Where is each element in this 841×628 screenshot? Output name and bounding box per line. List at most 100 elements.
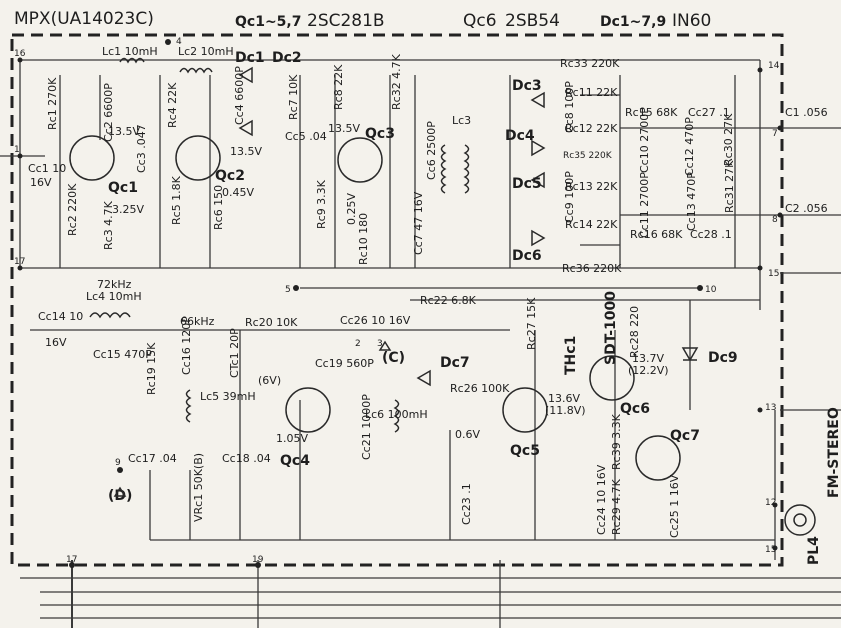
- voltage-qc4-emitter: 1.05V: [276, 432, 308, 445]
- rc16-label: Rc16 68K: [630, 228, 683, 241]
- cc14-label: Cc14 10: [38, 310, 83, 323]
- rc32-label: Rc32 4.7K: [390, 53, 403, 110]
- dc5-label: Dc5: [512, 176, 542, 192]
- voltage-qc5-base: 0.6V: [455, 428, 480, 441]
- dc-part: IN60: [672, 11, 711, 31]
- dc1-label: Dc1: [235, 50, 265, 66]
- wiring: [0, 59, 841, 628]
- dc6-label: Dc6: [512, 248, 542, 264]
- voltage-qc1-emitter: 3.25V: [112, 203, 144, 216]
- rc19-label: Rc19 15K: [145, 342, 158, 395]
- rc2-label: Rc2 220K: [66, 183, 79, 236]
- terminal-17b: 17: [66, 555, 77, 565]
- lc4-label: Lc4 10mH: [86, 290, 142, 303]
- lc6-label: Lc6 100mH: [365, 408, 428, 421]
- rc3-label: Rc3 4.7K: [102, 200, 115, 250]
- cc10-label: Cc10 2700P: [638, 107, 651, 173]
- cc18-label: Cc18 .04: [222, 452, 271, 465]
- qc2-label: Qc2: [215, 168, 245, 184]
- terminal-8: 8: [772, 215, 778, 225]
- cc21-label: Cc21 1000P: [360, 394, 373, 460]
- cc6-label: Cc6 2500P: [425, 121, 438, 180]
- rc22-label: Rc22 6.8K: [420, 294, 477, 307]
- dc2-label: Dc2: [272, 50, 302, 66]
- cc19-label: Cc19 560P: [315, 357, 374, 370]
- voltage-qc3-emitter: 0.25V: [345, 193, 358, 225]
- rc29-label: Rc29 4.7K: [610, 478, 623, 535]
- diode-symbols: [238, 66, 699, 387]
- qc-part: 2SC281B: [307, 11, 385, 31]
- qc6-transistor-label: Qc6: [620, 401, 650, 417]
- terminal-16: 16: [14, 49, 26, 59]
- terminal-17a: 17: [14, 257, 25, 267]
- cc7-label: Cc7 47 16V: [412, 191, 425, 255]
- rc7-label: Rc7 10K: [287, 74, 300, 120]
- rc39-label: Rc39 3.3K: [610, 413, 623, 470]
- terminal-5: 5: [285, 285, 291, 295]
- rc20-label: Rc20 10K: [245, 316, 298, 329]
- fm-stereo-label: FM-STEREO: [826, 407, 841, 498]
- rc8-label: Rc8 22K: [332, 64, 345, 110]
- qc7-label: Qc7: [670, 428, 700, 444]
- terminal-dots: [17, 39, 783, 568]
- cc1-voltage: 16V: [30, 176, 52, 189]
- rc11-label: Rc11 22K: [565, 86, 618, 99]
- freq-66khz: 66kHz: [180, 315, 215, 328]
- lc1-label: Lc1 10mH: [102, 45, 158, 58]
- lc5-label: Lc5 39mH: [200, 390, 256, 403]
- terminal-19: 19: [252, 555, 264, 565]
- cc11-label: Cc11 2700P: [638, 172, 651, 238]
- cc28-label: Cc28 .1: [690, 228, 732, 241]
- ctc1-label: CTc1 20P: [228, 328, 241, 378]
- rc30-label: Rc30 27K: [722, 113, 735, 166]
- pl4-label: PL4: [806, 536, 822, 565]
- voltage-qc5-collector: 13.6V: [548, 392, 580, 405]
- dc7-label: Dc7: [440, 355, 470, 371]
- qc4-label: Qc4: [280, 453, 310, 469]
- terminal-12: 12: [765, 498, 776, 508]
- rc15-label: Rc15 68K: [625, 106, 678, 119]
- lc3-label: Lc3: [452, 114, 471, 127]
- cc25-label: Cc25 1 16V: [668, 474, 681, 538]
- terminal-14: 14: [768, 61, 780, 71]
- terminal-13: 13: [765, 403, 776, 413]
- cc1-label: Cc1 10: [28, 162, 66, 175]
- rc9-label: Rc9 3.3K: [315, 179, 328, 229]
- qc5-label: Qc5: [510, 443, 540, 459]
- thc1-label: THc1: [563, 336, 579, 375]
- rc33-label: Rc33 220K: [560, 57, 620, 70]
- voltage-qc2-collector: 13.5V: [230, 145, 262, 158]
- freq-72khz: 72kHz: [97, 278, 132, 291]
- lc2-label: Lc2 10mH: [178, 45, 234, 58]
- rc12-label: Rc12 22K: [565, 122, 618, 135]
- cc14-voltage: 16V: [45, 336, 67, 349]
- cc12-label: Cc12 470P: [683, 117, 696, 176]
- rc10-label: Rc10 180: [357, 213, 370, 265]
- terminal-10: 10: [705, 285, 717, 295]
- cc8-label: Cc8 100P: [563, 81, 576, 133]
- voltage-qc4-collector: (6V): [258, 374, 281, 387]
- terminal-15b: 15: [765, 545, 776, 555]
- qc3-label: Qc3: [365, 126, 395, 142]
- qc-range: Qc1~5,7: [235, 14, 301, 30]
- voltage-qc3-collector: 13.5V: [328, 122, 360, 135]
- cc4-label: Cc4 6600P: [233, 66, 246, 125]
- terminal-1: 1: [14, 145, 20, 155]
- cc24-label: Cc24 10 16V: [595, 464, 608, 535]
- sdt-label: SDT-1000: [603, 291, 619, 365]
- rc14-label: Rc14 22K: [565, 218, 618, 231]
- terminal-4: 4: [176, 37, 182, 47]
- qc6-part: 2SB54: [505, 11, 560, 31]
- cc26-label: Cc26 10 16V: [340, 314, 411, 327]
- vrc1-label: VRc1 50K(B): [192, 453, 205, 522]
- cc17-label: Cc17 .04: [128, 452, 177, 465]
- qc1-label: Qc1: [108, 180, 138, 196]
- cc23-label: Cc23 .1: [460, 483, 473, 525]
- module-title: MPX(UA14023C): [14, 9, 154, 29]
- terminal-15a: 15: [768, 269, 779, 279]
- coils: [89, 57, 470, 433]
- rc26-label: Rc26 100K: [450, 382, 510, 395]
- dc4-label: Dc4: [505, 128, 535, 144]
